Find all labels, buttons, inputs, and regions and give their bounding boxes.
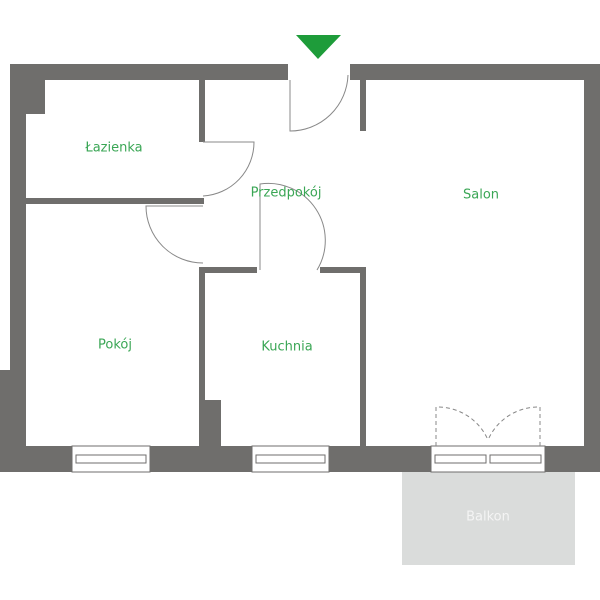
room-label-pokoj: Pokój — [98, 337, 132, 353]
doors — [145, 74, 541, 446]
walls — [0, 64, 600, 472]
room-label-lazienka: Łazienka — [85, 140, 143, 156]
balcony-area — [402, 472, 575, 565]
entrance-arrow-icon — [296, 35, 341, 59]
room-label-salon: Salon — [462, 187, 500, 203]
room-label-przedpokoj: Przedpokój — [250, 185, 322, 201]
windows — [71, 445, 546, 473]
room-label-balkon: Balkon — [466, 509, 510, 525]
room-label-kuchnia: Kuchnia — [261, 339, 313, 355]
